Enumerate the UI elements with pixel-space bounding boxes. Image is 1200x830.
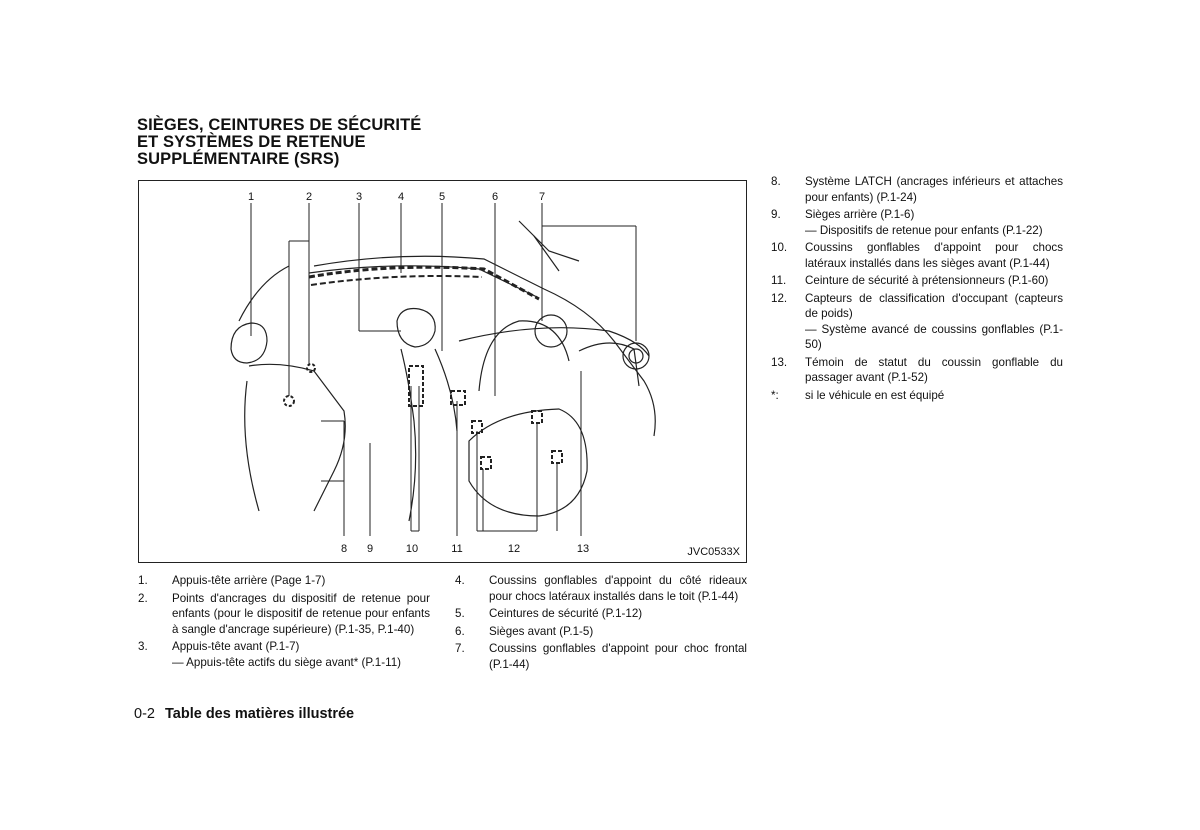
list-item: 5. Ceintures de sécurité (P.1-12) xyxy=(455,606,747,622)
list-item-text: Sièges arrière (P.1-6) xyxy=(805,208,915,221)
legend-list-right: 8. Système LATCH (ancrages inférieurs et… xyxy=(771,174,1063,405)
list-item-number: 1. xyxy=(138,574,148,587)
callout-12: 12 xyxy=(508,543,520,555)
list-item-text: Capteurs de classification d'occupant (c… xyxy=(805,291,1063,321)
list-item: 6. Sièges avant (P.1-5) xyxy=(455,624,747,640)
callout-13: 13 xyxy=(577,543,589,555)
list-item-text: Système LATCH (ancrages inférieurs et at… xyxy=(805,175,1063,204)
callout-11: 11 xyxy=(451,543,462,555)
callout-2: 2 xyxy=(306,191,312,203)
vehicle-interior-figure: 1 2 3 4 5 6 7 8 9 10 11 12 13 JVC0533X xyxy=(138,180,747,563)
list-item-text: Points d'ancrages du dispositif de reten… xyxy=(172,591,430,636)
callout-3: 3 xyxy=(356,191,362,203)
list-item: 11. Ceinture de sécurité à prétensionneu… xyxy=(771,273,1063,289)
list-item-number: 12. xyxy=(771,291,788,305)
list-item-number: 11. xyxy=(771,274,787,287)
list-item: 9. Sièges arrière (P.1-6) — Dispositifs … xyxy=(771,207,1063,238)
list-item: 7. Coussins gonflables d'appoint pour ch… xyxy=(455,641,747,672)
title-line-2: ET SYSTÈMES DE RETENUE xyxy=(137,133,366,151)
callout-5: 5 xyxy=(439,191,445,203)
list-item-number: 8. xyxy=(771,175,781,188)
title-line-3: SUPPLÉMENTAIRE (SRS) xyxy=(137,150,340,168)
list-item-number: 10. xyxy=(771,241,788,254)
list-item-text: Appuis-tête arrière (Page 1-7) xyxy=(172,574,326,587)
footer-title: Table des matières illustrée xyxy=(165,706,355,722)
callout-8: 8 xyxy=(341,543,347,555)
list-item-number: 9. xyxy=(771,208,781,221)
list-item-number: *: xyxy=(771,388,779,402)
list-item-number: 7. xyxy=(455,642,465,655)
list-item-text: Coussins gonflables d'appoint pour chocs… xyxy=(805,241,1063,270)
list-item: 10. Coussins gonflables d'appoint pour c… xyxy=(771,240,1063,271)
list-item: 1. Appuis-tête arrière (Page 1-7) xyxy=(138,573,430,589)
page-footer: 0-2 Table des matières illustrée xyxy=(134,706,354,722)
interior-illustration: 1 2 3 4 5 6 7 8 9 10 11 12 13 xyxy=(230,191,656,555)
callout-9: 9 xyxy=(367,543,373,555)
callout-7: 7 xyxy=(539,191,545,203)
list-item-subtext: — Appuis-tête actifs du siège avant* (P.… xyxy=(172,655,401,669)
legend-list-middle: 4. Coussins gonflables d'appoint du côté… xyxy=(455,573,747,674)
list-item-number: 5. xyxy=(455,607,465,620)
figure-code: JVC0533X xyxy=(687,546,740,558)
list-item-subtext: — Dispositifs de retenue pour enfants (P… xyxy=(805,223,1043,237)
list-item-number: 2. xyxy=(138,591,148,605)
legend-list-left: 1. Appuis-tête arrière (Page 1-7) 2. Poi… xyxy=(138,573,430,672)
list-item-number: 13. xyxy=(771,355,788,369)
list-item: *: si le véhicule en est équipé xyxy=(771,388,1063,404)
list-item: 8. Système LATCH (ancrages inférieurs et… xyxy=(771,174,1063,205)
callout-6: 6 xyxy=(492,191,498,203)
list-item-text: Témoin de statut du coussin gonflable du… xyxy=(805,355,1063,385)
list-item-text: Ceintures de sécurité (P.1-12) xyxy=(489,607,643,620)
list-item-text: Coussins gonflables d'appoint du côté ri… xyxy=(489,574,747,603)
list-item: 12. Capteurs de classification d'occupan… xyxy=(771,291,1063,353)
callout-10: 10 xyxy=(406,543,418,555)
list-item-text: Ceinture de sécurité à prétensionneurs (… xyxy=(805,274,1049,287)
list-item-number: 6. xyxy=(455,624,465,638)
list-item-text: Sièges avant (P.1-5) xyxy=(489,624,594,638)
list-item-subtext: — Système avancé de coussins gonflables … xyxy=(805,322,1063,352)
page-number: 0-2 xyxy=(134,706,155,722)
list-item: 13. Témoin de statut du coussin gonflabl… xyxy=(771,355,1063,386)
list-item-text: Coussins gonflables d'appoint pour choc … xyxy=(489,642,747,671)
list-item-text: si le véhicule en est équipé xyxy=(805,388,945,402)
title-line-1: SIÈGES, CEINTURES DE SÉCURITÉ xyxy=(137,116,422,134)
list-item: 3. Appuis-tête avant (P.1-7) — Appuis-tê… xyxy=(138,639,430,670)
callout-1: 1 xyxy=(248,191,254,203)
list-item-number: 3. xyxy=(138,640,148,653)
list-item-number: 4. xyxy=(455,574,465,587)
list-item: 4. Coussins gonflables d'appoint du côté… xyxy=(455,573,747,604)
callout-4: 4 xyxy=(398,191,404,203)
list-item: 2. Points d'ancrages du dispositif de re… xyxy=(138,591,430,638)
list-item-text: Appuis-tête avant (P.1-7) xyxy=(172,640,300,653)
page-title: SIÈGES, CEINTURES DE SÉCURITÉ ET SYSTÈME… xyxy=(137,117,457,168)
